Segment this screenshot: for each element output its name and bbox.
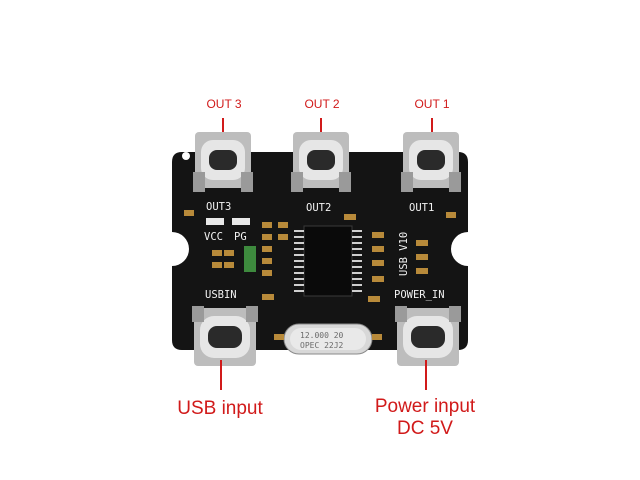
silk-out1: OUT1 [409, 202, 434, 214]
crystal-oscillator [283, 323, 373, 355]
crystal-marking-1: 12.000 20 [300, 331, 344, 340]
smd-components [184, 210, 456, 340]
silk-usbin: USBIN [205, 289, 237, 301]
silk-vcc: VCC [204, 231, 223, 243]
silk-pg: PG [234, 231, 247, 243]
callout-out2: OUT 2 [304, 97, 340, 111]
label-power-input-line2: DC 5V [397, 418, 453, 439]
usb-c-port-power-in [395, 306, 461, 366]
callout-out3: OUT 3 [206, 97, 242, 111]
label-power-input: Power input DC 5V [355, 396, 495, 440]
silk-power-in: POWER_IN [394, 289, 445, 301]
led-indicators [206, 218, 256, 272]
callout-out1: OUT 1 [414, 97, 450, 111]
hub-controller-chip [294, 225, 362, 297]
callout-usb-input-line [220, 360, 222, 390]
silk-out2: OUT2 [306, 202, 331, 214]
mount-hole-icon [182, 152, 190, 160]
usb-c-port-out1 [401, 132, 461, 192]
usb-c-port-out3 [193, 132, 253, 192]
crystal-marking-2: OPEC 22J2 [300, 341, 344, 350]
label-power-input-line1: Power input [374, 396, 476, 417]
usb-c-port-usbin [192, 306, 258, 366]
usb-c-port-out2 [291, 132, 351, 192]
label-usb-input: USB input [177, 398, 263, 419]
silk-out3: OUT3 [206, 201, 231, 213]
callout-power-input-line [425, 360, 427, 390]
silk-usb-v10: USB V10 [398, 232, 410, 276]
